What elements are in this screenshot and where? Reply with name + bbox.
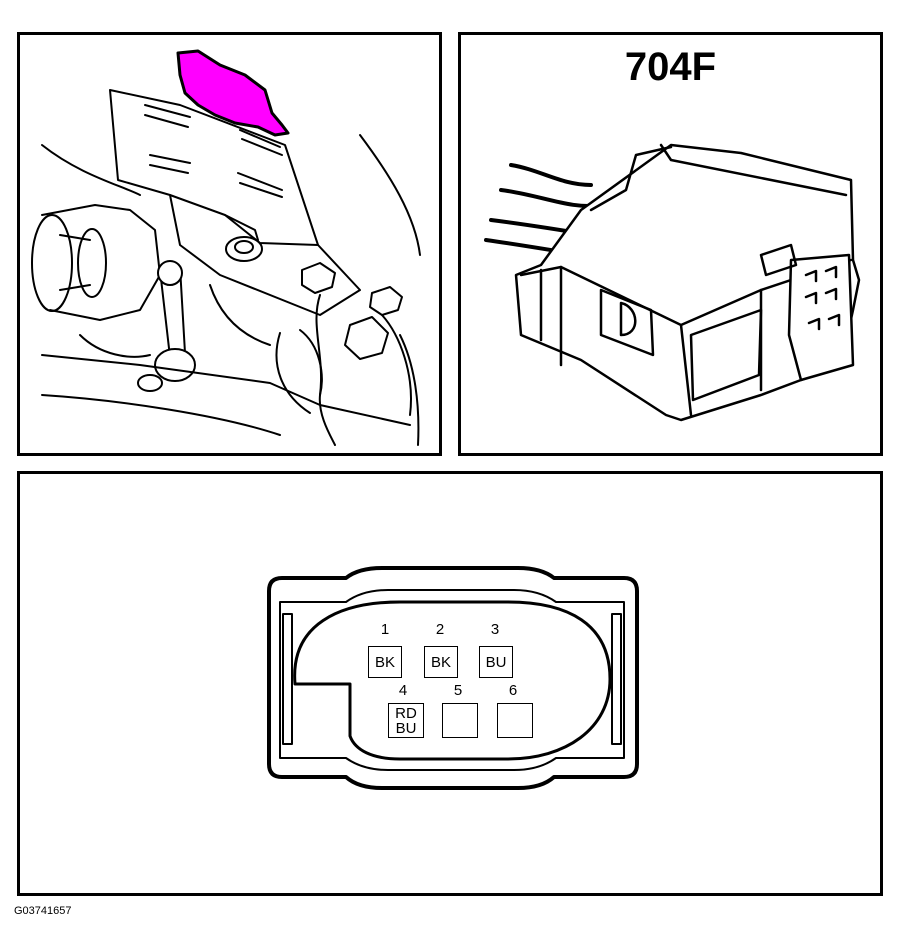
pin-2-number: 2 [435,621,445,638]
pin-5-cavity [442,703,478,738]
connector-face-housing [267,566,639,790]
pin-6-cavity [497,703,533,738]
connector-illustration-panel: 704F [458,32,883,456]
pin-2-cavity: BK [424,646,458,678]
pin-4-number: 4 [398,682,408,699]
pin-4-wire-color-1: RD [395,704,417,722]
pin-4-wire-color-2: BU [395,719,417,737]
pin-6-number: 6 [508,682,518,699]
pinout-panel: 1 2 3 4 5 6 BK BK BU RD BU [17,471,883,896]
pin-3-cavity: BU [479,646,513,678]
pin-3-wire-color: BU [485,653,507,671]
pin-1-number: 1 [380,621,390,638]
pin-3-number: 3 [490,621,500,638]
pin-2-wire-color: BK [430,653,451,671]
highlighted-connector [176,49,290,137]
component-location-drawing [31,49,421,446]
connector-id-label: 704F [624,45,717,89]
pin-1-wire-color: BK [374,653,395,671]
pin-5-number: 5 [453,682,463,699]
connector-housing-drawing [484,143,861,422]
pin-1-cavity: BK [368,646,402,678]
wire-bundle [484,163,603,257]
location-illustration-panel [17,32,442,456]
figure-code: G03741657 [14,905,72,917]
connector-face-outline [267,566,639,790]
pin-4-cavity: RD BU [388,703,424,738]
